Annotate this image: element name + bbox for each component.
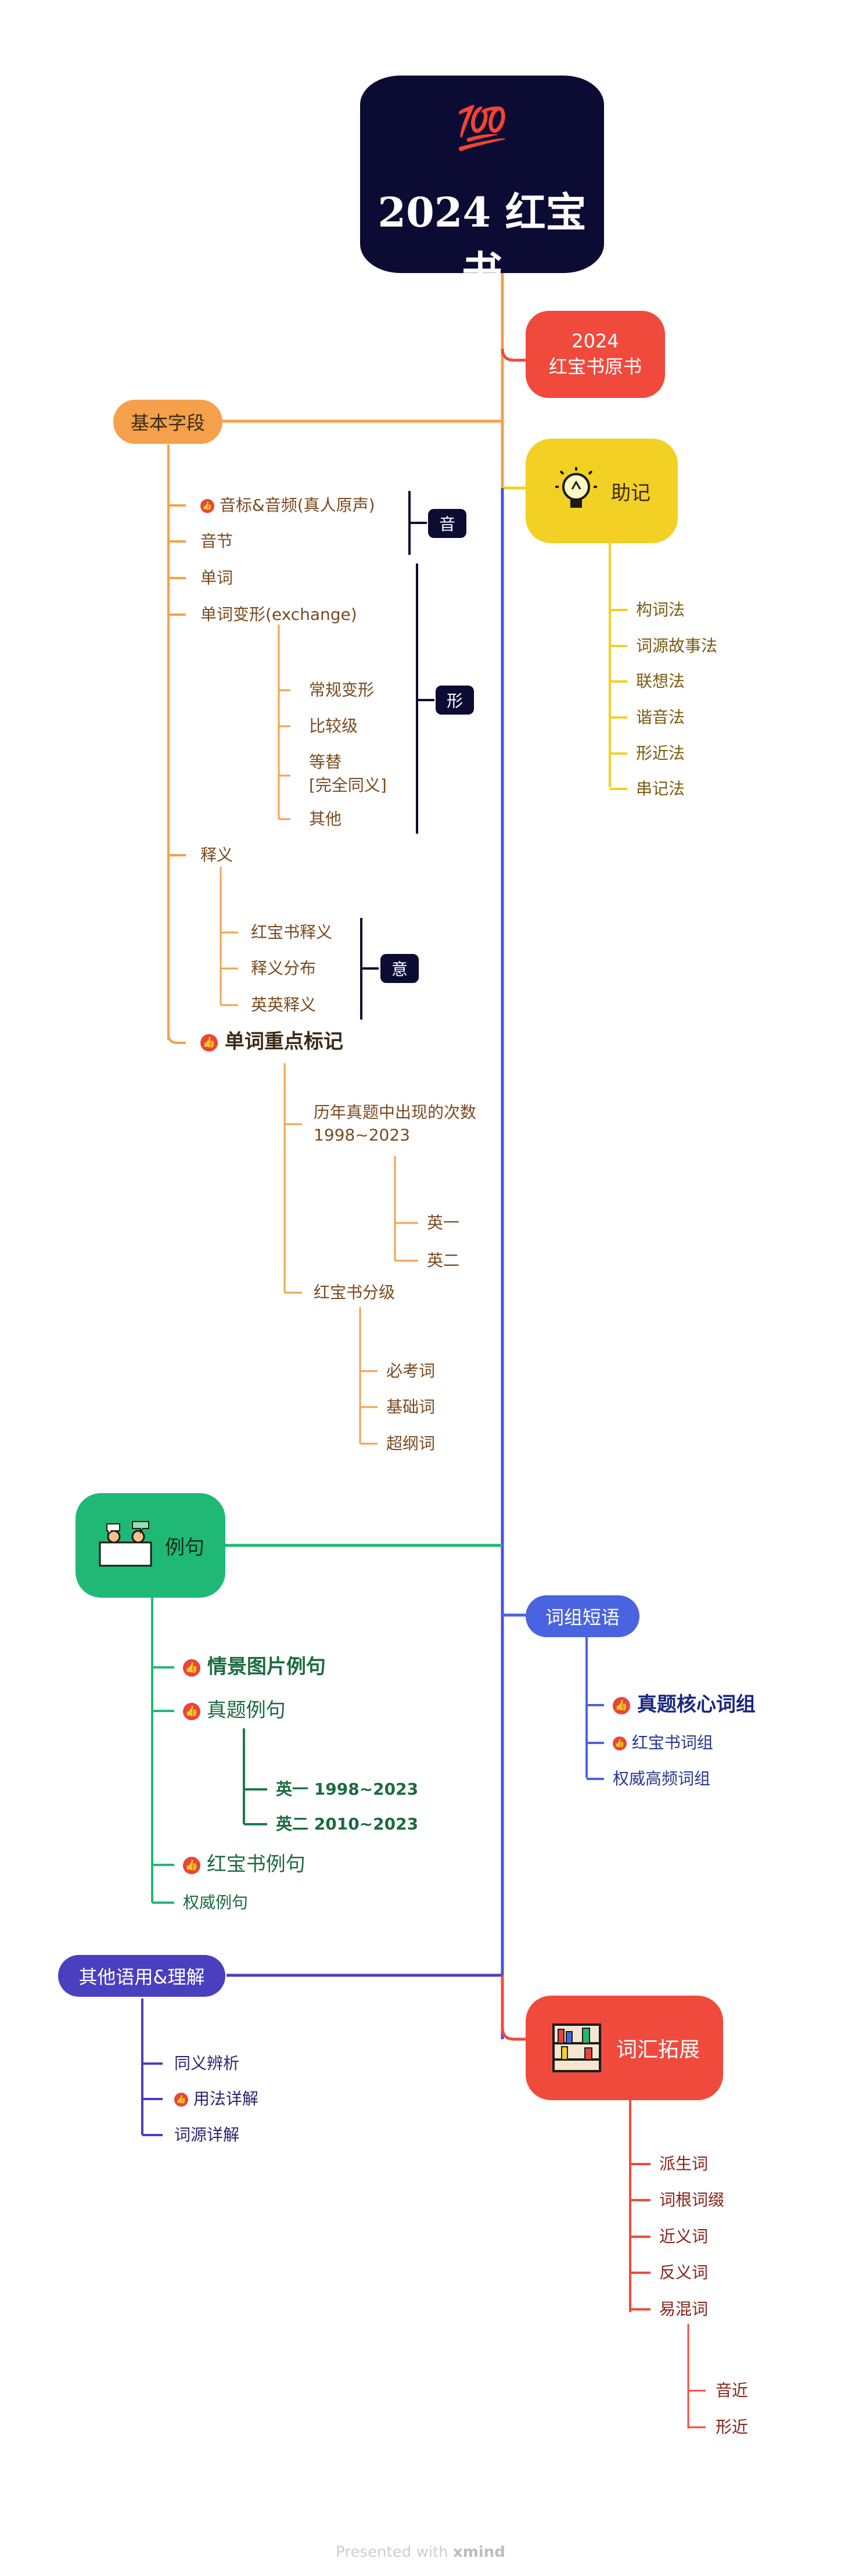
root-title: 2024 红宝书 (378, 188, 587, 295)
expansion-label: 词汇拓展 (616, 2038, 700, 2062)
exam-type-2[interactable]: 英二 (427, 1251, 460, 1270)
level-required[interactable]: 必考词 (386, 1361, 436, 1380)
example-authoritative[interactable]: 权威例句 (183, 1893, 249, 1912)
memory-label: 助记 (611, 481, 650, 505)
expansion-synonyms[interactable]: 近义词 (659, 2227, 709, 2246)
thumbs-up-icon: 👍 (200, 1034, 218, 1052)
key-mark-label: 单词重点标记 (224, 1030, 343, 1053)
footer: Presented with xmind (0, 2543, 841, 2561)
exam-count-line2: 1998~2023 (314, 1125, 410, 1145)
tag-sound: 音 (428, 509, 466, 538)
scene-images-label: 情景图片例句 (207, 1655, 326, 1678)
memory-item-6[interactable]: 串记法 (636, 779, 685, 798)
tag-form: 形 (436, 686, 474, 715)
confusable-form[interactable]: 形近 (716, 2417, 749, 2437)
expansion-derivatives[interactable]: 派生词 (659, 2154, 709, 2173)
phrases-label: 词组短语 (545, 1606, 620, 1628)
pronunciation-label: 音标&音频(真人原声) (219, 496, 375, 515)
example-exam-english-2[interactable]: 英二 2010~2023 (276, 1814, 419, 1834)
basic-word[interactable]: 单词 (200, 568, 233, 587)
level-beyond[interactable]: 超纲词 (386, 1434, 436, 1453)
basic-fields-label: 基本字段 (130, 412, 205, 434)
basic-pronunciation[interactable]: 👍 音标&音频(真人原声) (200, 495, 375, 515)
basic-exchange[interactable]: 单词变形(exchange) (200, 605, 357, 624)
people-chat-icon (99, 1521, 152, 1567)
thumbs-up-icon: 👍 (183, 1659, 200, 1677)
form-regular[interactable]: 常规变形 (309, 680, 375, 699)
form-equivalent-note: [完全同义] (309, 776, 387, 795)
form-comparative[interactable]: 比较级 (309, 716, 358, 736)
root-node[interactable]: 💯 2024 红宝书 (360, 76, 604, 295)
expansion-antonyms[interactable]: 反义词 (659, 2263, 709, 2282)
expansion-node[interactable]: 词汇拓展 (526, 1996, 723, 2100)
original-book-node[interactable]: 2024 红宝书原书 (526, 311, 665, 398)
memory-item-3[interactable]: 联想法 (636, 672, 685, 691)
original-book-line1: 2024 (572, 330, 619, 352)
phrase-core[interactable]: 👍 真题核心词组 (613, 1692, 756, 1717)
thumbs-up-icon: 👍 (200, 499, 214, 513)
example-exam[interactable]: 👍 真题例句 (183, 1698, 286, 1723)
thumbs-up-icon: 👍 (183, 1702, 200, 1720)
lightbulb-icon (555, 467, 597, 508)
usage-label: 其他语用&理解 (78, 1966, 205, 1988)
phrase-red-book[interactable]: 👍 红宝书词组 (613, 1732, 713, 1753)
basic-fields-node[interactable]: 基本字段 (113, 400, 222, 444)
memory-node[interactable]: 助记 (526, 439, 678, 543)
red-book-examples-label: 红宝书例句 (206, 1853, 306, 1876)
phrases-node[interactable]: 词组短语 (526, 1595, 639, 1637)
meaning-red-book[interactable]: 红宝书释义 (251, 923, 333, 942)
basic-key-mark[interactable]: 👍 单词重点标记 (200, 1029, 343, 1054)
form-equivalent[interactable]: 等替 (309, 752, 342, 772)
thumbs-up-icon: 👍 (613, 1737, 627, 1750)
exam-examples-label: 真题例句 (206, 1699, 286, 1722)
example-scene-images[interactable]: 👍 情景图片例句 (183, 1655, 326, 1680)
basic-meaning[interactable]: 释义 (200, 845, 233, 864)
example-red-book[interactable]: 👍 红宝书例句 (183, 1852, 306, 1877)
exam-count-line1[interactable]: 历年真题中出现的次数 (314, 1103, 477, 1122)
example-exam-english-1[interactable]: 英一 1998~2023 (276, 1779, 419, 1799)
usage-details-label: 用法详解 (193, 2089, 258, 2108)
confusable-sound[interactable]: 音近 (716, 2381, 749, 2400)
expansion-roots[interactable]: 词根词缀 (659, 2190, 725, 2209)
usage-etymology[interactable]: 词源详解 (174, 2125, 240, 2144)
basic-syllable[interactable]: 音节 (200, 532, 233, 551)
usage-synonym[interactable]: 同义辨析 (174, 2054, 240, 2073)
memory-item-1[interactable]: 构词法 (636, 600, 685, 619)
usage-details[interactable]: 👍 用法详解 (174, 2089, 258, 2109)
meaning-distribution[interactable]: 释义分布 (251, 959, 317, 978)
thumbs-up-icon: 👍 (174, 2093, 188, 2107)
thumbs-up-icon: 👍 (613, 1696, 630, 1714)
bookshelf-icon (552, 2024, 601, 2072)
red-book-phrases-label: 红宝书词组 (631, 1733, 713, 1752)
exam-type-1[interactable]: 英一 (427, 1213, 460, 1232)
memory-item-2[interactable]: 词源故事法 (636, 636, 718, 655)
level-label[interactable]: 红宝书分级 (314, 1283, 396, 1302)
form-other[interactable]: 其他 (309, 809, 342, 828)
examples-node[interactable]: 例句 (76, 1493, 225, 1598)
tag-meaning: 意 (380, 954, 419, 983)
footer-prefix: Presented with (336, 2543, 448, 2561)
original-book-line2: 红宝书原书 (548, 356, 642, 378)
core-phrases-label: 真题核心词组 (637, 1693, 756, 1716)
phrase-authoritative[interactable]: 权威高频词组 (613, 1769, 711, 1788)
footer-brand[interactable]: xmind (452, 2543, 505, 2561)
memory-item-4[interactable]: 谐音法 (636, 708, 685, 727)
examples-label: 例句 (165, 1535, 204, 1559)
expansion-confusables[interactable]: 易混词 (659, 2299, 709, 2319)
thumbs-up-icon: 👍 (183, 1856, 200, 1874)
level-basic[interactable]: 基础词 (386, 1397, 436, 1416)
meaning-english[interactable]: 英英释义 (251, 995, 317, 1014)
usage-node[interactable]: 其他语用&理解 (58, 1955, 225, 1997)
memory-item-5[interactable]: 形近法 (636, 744, 685, 763)
hundred-points-icon: 💯 (456, 103, 508, 152)
